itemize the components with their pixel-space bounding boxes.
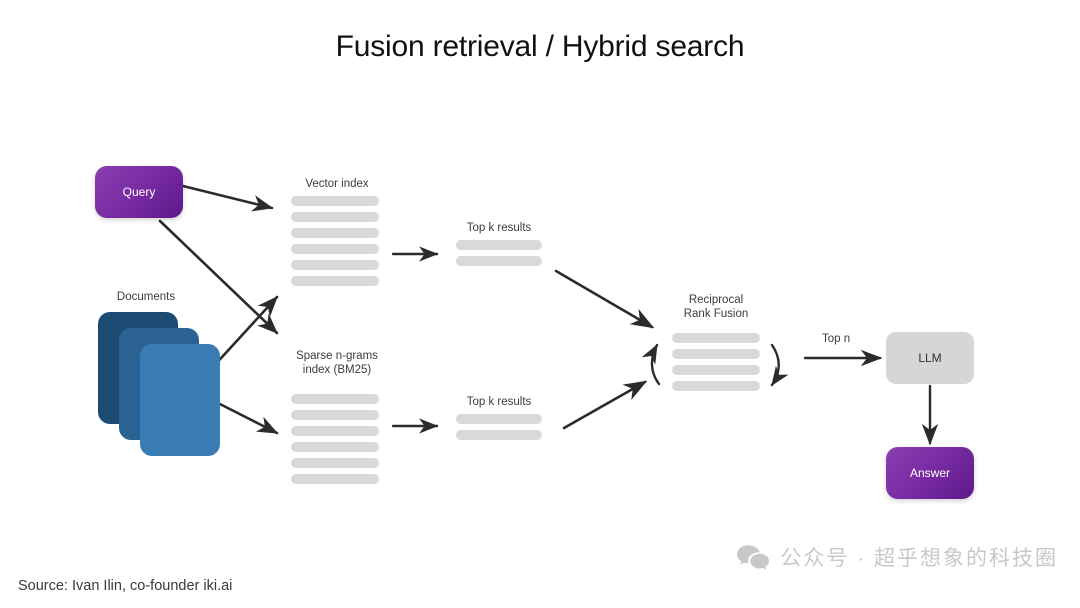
result-bar xyxy=(456,414,542,424)
index-bar xyxy=(291,474,379,484)
edge-topk-upper-to-rrf xyxy=(554,269,655,329)
node-vector-index-label: Vector index xyxy=(305,178,369,190)
node-answer-label: Answer xyxy=(909,466,950,480)
index-bar xyxy=(291,394,379,404)
node-topk-sparse-label: Top k results xyxy=(466,396,532,408)
node-documents-label: Documents xyxy=(116,291,176,303)
index-bar xyxy=(291,426,379,436)
document-card-front xyxy=(140,344,220,456)
node-query[interactable]: Query xyxy=(95,166,183,218)
node-llm-label: LLM xyxy=(918,351,942,365)
node-query-label: Query xyxy=(122,185,156,199)
node-sparse-index-bars xyxy=(291,394,379,484)
source-attribution: Source: Ivan Ilin, co-founder iki.ai xyxy=(18,578,233,594)
edge-label-top-n: Top n xyxy=(822,333,850,345)
index-bar xyxy=(291,276,379,286)
node-answer[interactable]: Answer xyxy=(886,447,974,499)
node-sparse-index-label: Sparse n-grams index (BM25) xyxy=(296,350,378,377)
index-bar xyxy=(291,442,379,452)
result-bar xyxy=(456,240,542,250)
fusion-bar xyxy=(672,333,760,343)
node-documents[interactable] xyxy=(98,312,223,460)
fusion-bar xyxy=(672,381,760,391)
node-topk-sparse-bars xyxy=(456,414,542,440)
index-bar xyxy=(291,260,379,270)
fusion-bar xyxy=(672,365,760,375)
page-title: Fusion retrieval / Hybrid search xyxy=(335,30,745,63)
node-vector-index-bars xyxy=(291,196,379,286)
index-bar xyxy=(291,458,379,468)
index-bar xyxy=(291,212,379,222)
node-topk-vector-label: Top k results xyxy=(466,222,532,234)
edge-rrf-right-curve xyxy=(770,343,789,387)
index-bar xyxy=(291,196,379,206)
result-bar xyxy=(456,430,542,440)
watermark-text: 公众号 · 超乎想象的科技圈 xyxy=(780,547,1058,570)
fusion-bar xyxy=(672,349,760,359)
node-topk-vector-bars xyxy=(456,240,542,266)
edge-topk-lower-to-rrf xyxy=(562,380,648,430)
edge-query-to-vector-index xyxy=(181,184,274,212)
edge-rrf-left-curve xyxy=(641,343,661,386)
node-rrf-label: Reciprocal Rank Fusion xyxy=(683,294,749,321)
node-rrf-bars xyxy=(672,333,760,391)
node-llm[interactable]: LLM xyxy=(886,332,974,384)
result-bar xyxy=(456,256,542,266)
index-bar xyxy=(291,410,379,420)
index-bar xyxy=(291,244,379,254)
watermark: 公众号 · 超乎想象的科技圈 xyxy=(736,542,1058,572)
index-bar xyxy=(291,228,379,238)
wechat-icon xyxy=(737,545,770,570)
